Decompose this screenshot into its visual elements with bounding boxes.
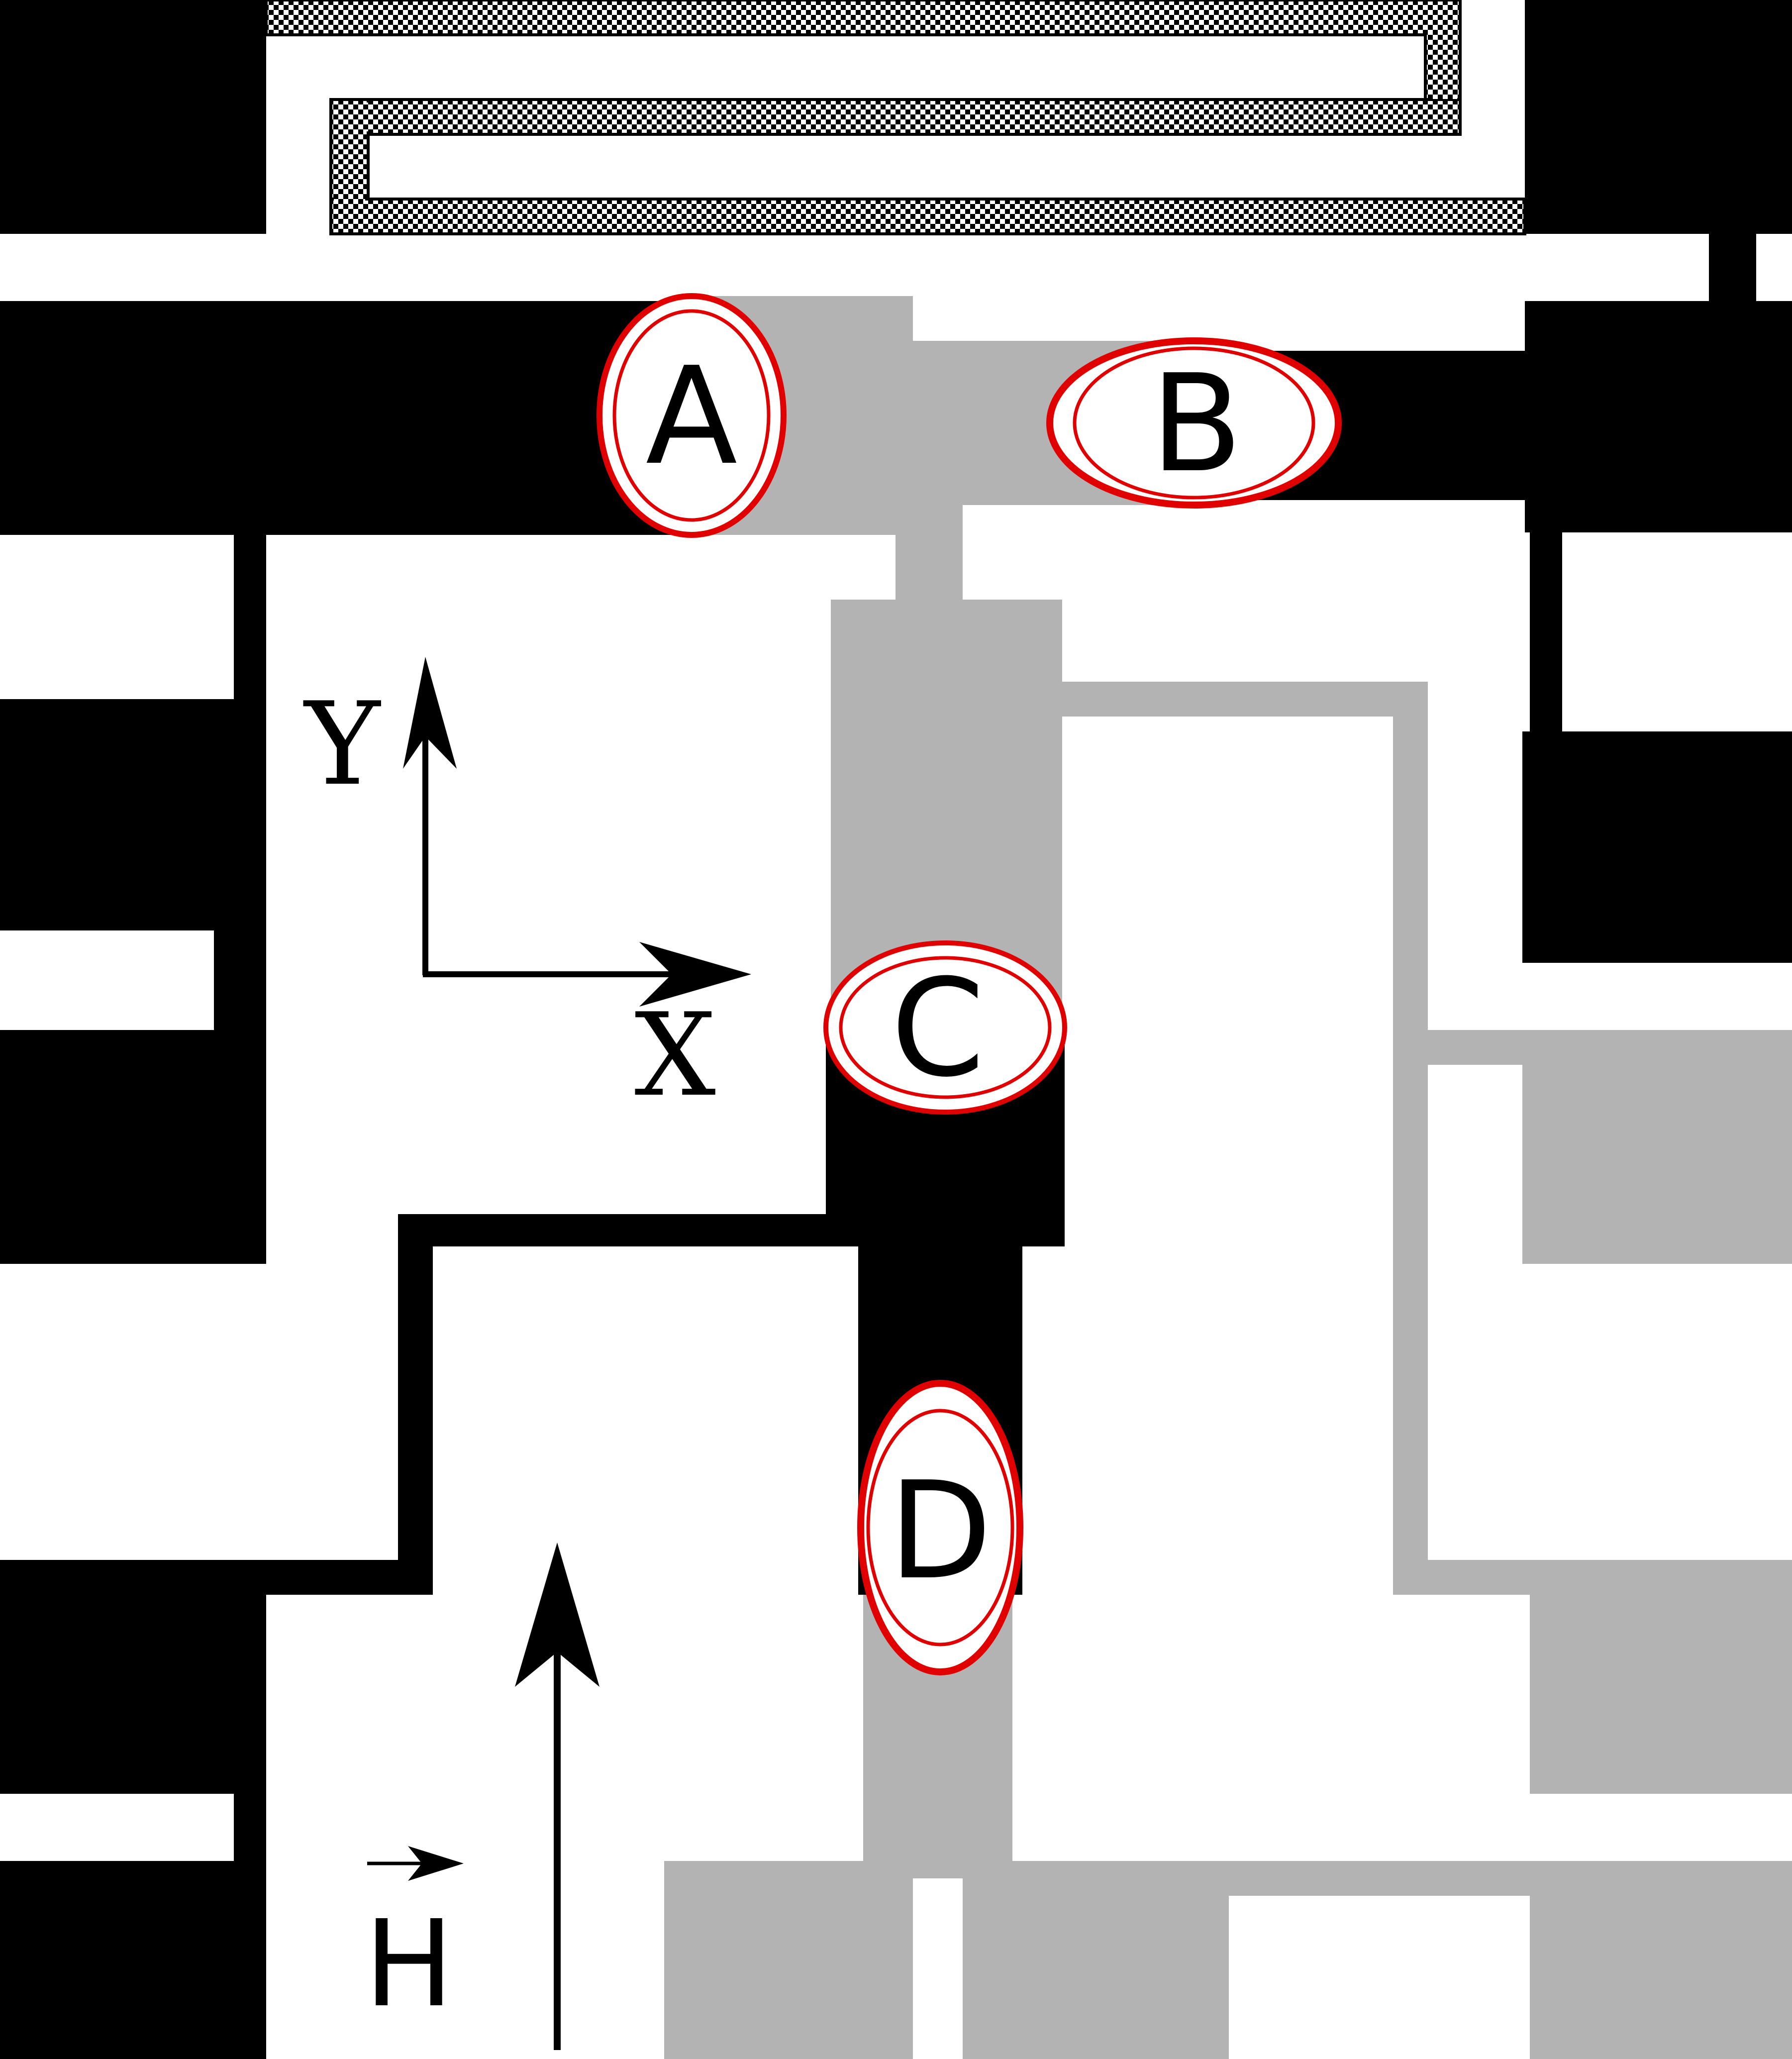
black-trace-l-horizontal <box>264 1560 433 1595</box>
gray-right-link-upper <box>1423 1030 1522 1065</box>
black-pad-left-5 <box>0 1861 266 2059</box>
gray-bottom-pad-1 <box>664 1861 913 2059</box>
field-vector: H <box>364 1543 599 2050</box>
y-axis-arrowhead <box>403 657 457 769</box>
gray-bottom-pad-2 <box>963 1861 1229 2059</box>
black-trace-c-left <box>398 1214 828 1246</box>
gray-bottom-link <box>1229 1861 1530 1896</box>
black-pad-top-right <box>1525 0 1792 234</box>
gray-right-link-lower <box>1423 1560 1530 1595</box>
y-axis-label: Y <box>303 678 381 811</box>
axes: Y X <box>303 657 751 1122</box>
black-pad-left-1 <box>0 301 266 535</box>
gray-right-loop-top <box>1062 682 1428 717</box>
marker-a: A <box>597 293 787 538</box>
marker-d: D <box>857 1380 1023 1675</box>
marker-a-label: A <box>646 338 738 495</box>
black-pad-top-left <box>0 0 266 234</box>
gray-right-loop-side <box>1393 682 1428 1595</box>
gray-right-pad-upper <box>1522 1030 1792 1264</box>
black-pad-right-2 <box>1522 731 1792 963</box>
x-axis-arrowhead <box>639 942 751 1007</box>
black-trace-l-vertical <box>398 1214 433 1595</box>
black-vertical-left-2 <box>234 1776 266 1863</box>
gray-right-pad-lower <box>1530 1560 1792 1794</box>
black-pad-left-2 <box>0 699 266 930</box>
h-vector-arrowhead <box>408 1846 464 1881</box>
field-label: H <box>364 1894 454 2034</box>
black-link-left <box>214 928 266 1032</box>
marker-d-label: D <box>889 1452 992 1609</box>
black-pad-left-4 <box>0 1560 266 1794</box>
meander-trace <box>265 0 1526 235</box>
field-arrow-head <box>515 1543 599 1687</box>
black-connector-top-right <box>1709 231 1756 304</box>
marker-c-label: C <box>891 950 985 1107</box>
marker-c: C <box>823 940 1067 1115</box>
x-axis-label: X <box>634 989 716 1122</box>
gray-bottom-pad-3 <box>1530 1861 1792 2059</box>
black-vertical-left-1 <box>234 532 266 702</box>
black-pad-left-3 <box>0 1030 266 1264</box>
black-vertical-right-1 <box>1530 530 1562 734</box>
black-pad-right-1 <box>1525 301 1792 532</box>
gray-stem <box>896 503 963 602</box>
marker-b: B <box>1046 337 1342 509</box>
marker-b-label: B <box>1150 345 1242 502</box>
